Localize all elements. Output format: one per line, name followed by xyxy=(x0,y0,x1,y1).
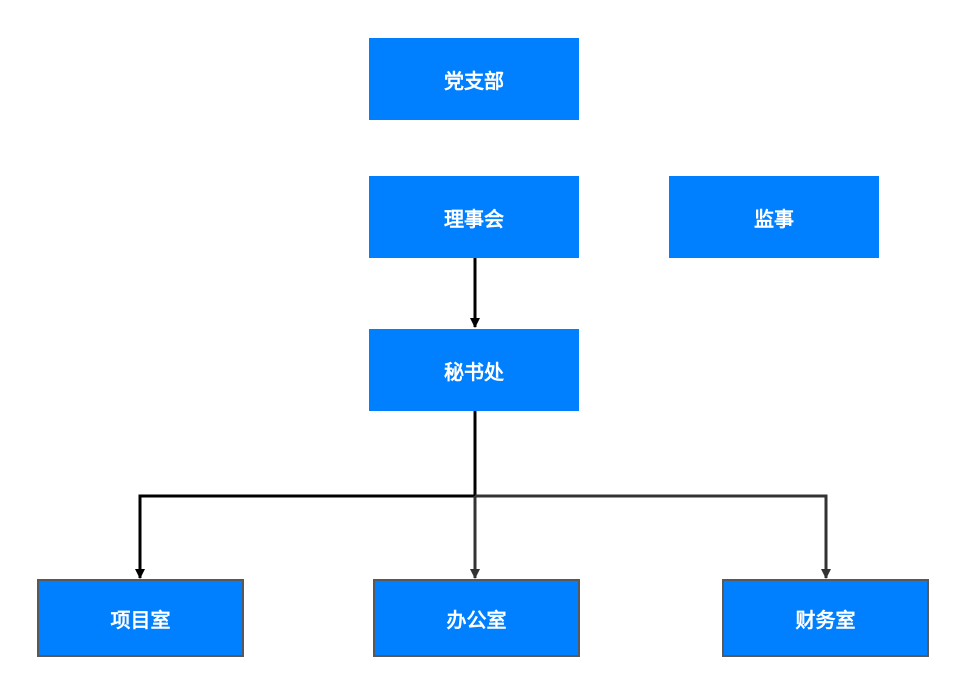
node-label: 理事会 xyxy=(444,206,504,231)
node-general-office: 办公室 xyxy=(373,579,580,657)
node-party-branch: 党支部 xyxy=(369,38,579,120)
node-label: 财务室 xyxy=(795,607,856,632)
node-project-office: 项目室 xyxy=(37,579,244,657)
node-secretariat: 秘书处 xyxy=(369,329,579,411)
node-label: 秘书处 xyxy=(444,359,504,384)
edge-secretariat-to-finance-office xyxy=(475,494,831,579)
edge-secretariat-to-project-office xyxy=(135,494,475,579)
node-label: 监事 xyxy=(754,206,794,231)
node-label: 办公室 xyxy=(446,607,507,632)
node-finance-office: 财务室 xyxy=(722,579,929,657)
node-label: 项目室 xyxy=(110,607,171,632)
node-supervisor: 监事 xyxy=(669,176,879,258)
node-council: 理事会 xyxy=(369,176,579,258)
node-label: 党支部 xyxy=(444,68,504,93)
